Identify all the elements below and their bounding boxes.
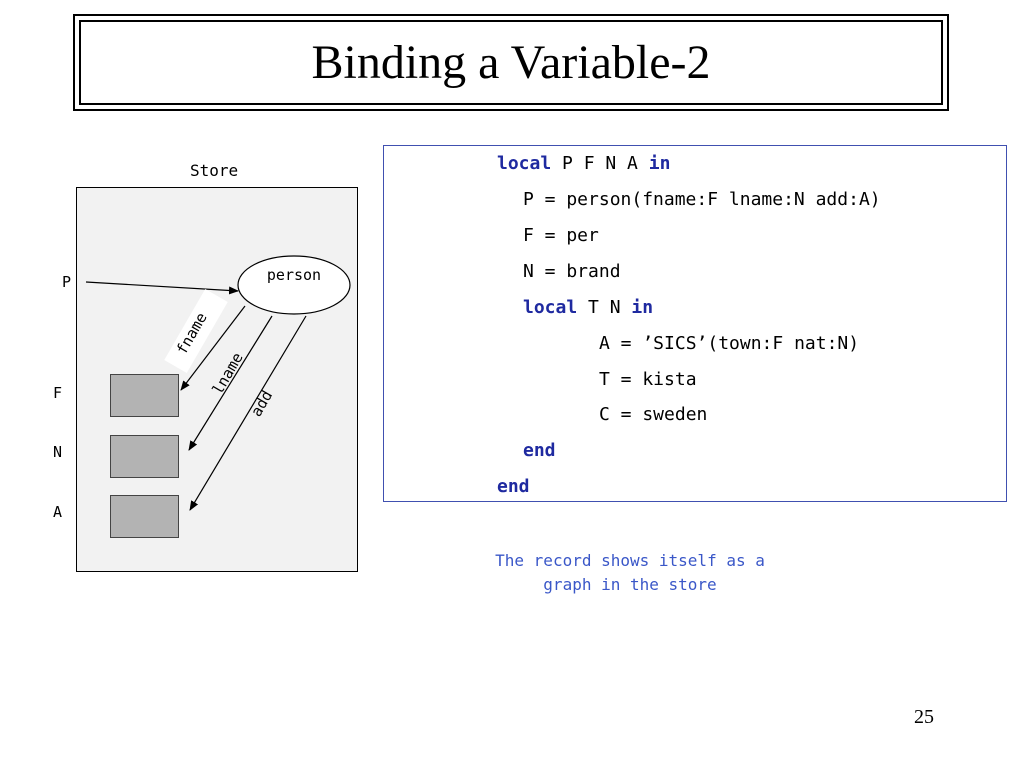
variable-p-label: P	[62, 273, 72, 291]
code-line-10: end	[497, 476, 530, 498]
code-keyword: local	[497, 153, 552, 174]
code-text: T N	[577, 297, 632, 318]
code-line-9: end	[523, 440, 556, 462]
variable-f-label: F	[53, 384, 63, 402]
store-cell-a	[110, 495, 179, 538]
record-node-label: person	[267, 266, 321, 284]
add-edge	[189, 315, 307, 511]
code-keyword: in	[631, 297, 654, 318]
slide-title: Binding a Variable-2	[311, 36, 711, 89]
caption-line-2: graph in the store	[543, 575, 717, 594]
code-keyword: end	[523, 440, 556, 461]
record-node	[237, 255, 351, 315]
code-line-7: T = kista	[599, 369, 697, 390]
variable-a-label: A	[53, 503, 63, 521]
fname-edge	[180, 305, 246, 391]
store-label: Store	[190, 161, 239, 180]
code-text: P F N A	[551, 153, 649, 174]
code-line-3: F = per	[523, 225, 599, 246]
add-edge-label: add	[247, 387, 276, 419]
fname-label-bg	[164, 288, 228, 374]
code-line-4: N = brand	[523, 261, 621, 282]
code-keyword: in	[648, 153, 671, 174]
code-line-6: A = ’SICS’(town:F nat:N)	[599, 333, 860, 354]
code-panel	[383, 145, 1007, 502]
caption: The record shows itself as a graph in th…	[440, 549, 820, 597]
page-number: 25	[914, 706, 934, 728]
lname-edge-label: lname	[209, 349, 247, 397]
variable-n-label: N	[53, 443, 63, 461]
code-keyword: local	[523, 297, 578, 318]
title-frame-inner	[79, 20, 943, 105]
code-line-2: P = person(fname:F lname:N add:A)	[523, 189, 881, 210]
p-pointer-arrow	[85, 281, 239, 295]
lname-edge	[188, 315, 273, 451]
code-line-8: C = sweden	[599, 404, 708, 425]
code-line-1: local P F N A in	[497, 153, 670, 175]
store-cell-f	[110, 374, 179, 417]
title-frame: Binding a Variable-2	[73, 14, 949, 111]
store-cell-n	[110, 435, 179, 478]
code-keyword: end	[497, 476, 530, 497]
code-line-5: local T N in	[523, 297, 653, 319]
caption-line-1: The record shows itself as a	[495, 551, 765, 570]
